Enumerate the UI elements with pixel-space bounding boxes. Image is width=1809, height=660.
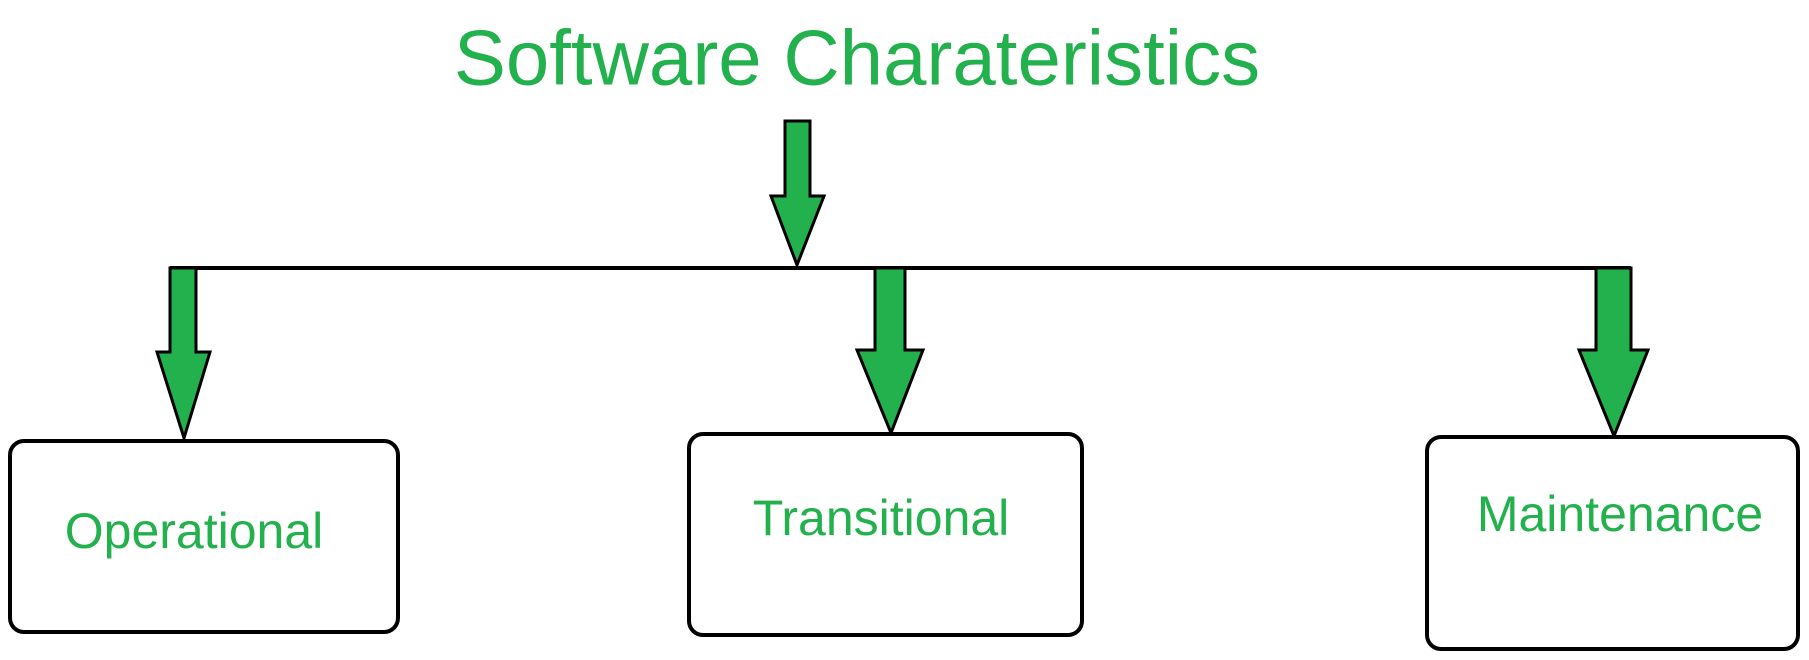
diagram-title: Software Charateristics: [453, 13, 1261, 102]
label-operational: Operational: [64, 503, 324, 559]
box-maintenance: [1425, 435, 1800, 651]
arrow-down-icon: [854, 266, 926, 438]
label-transitional: Transitional: [752, 490, 1010, 546]
box-transitional: [687, 432, 1084, 637]
arrow-down-icon: [768, 119, 827, 270]
arrow-down-icon: [1576, 266, 1651, 441]
arrow-down-icon: [154, 266, 213, 444]
label-maintenance: Maintenance: [1476, 486, 1764, 542]
box-operational: [8, 439, 400, 634]
